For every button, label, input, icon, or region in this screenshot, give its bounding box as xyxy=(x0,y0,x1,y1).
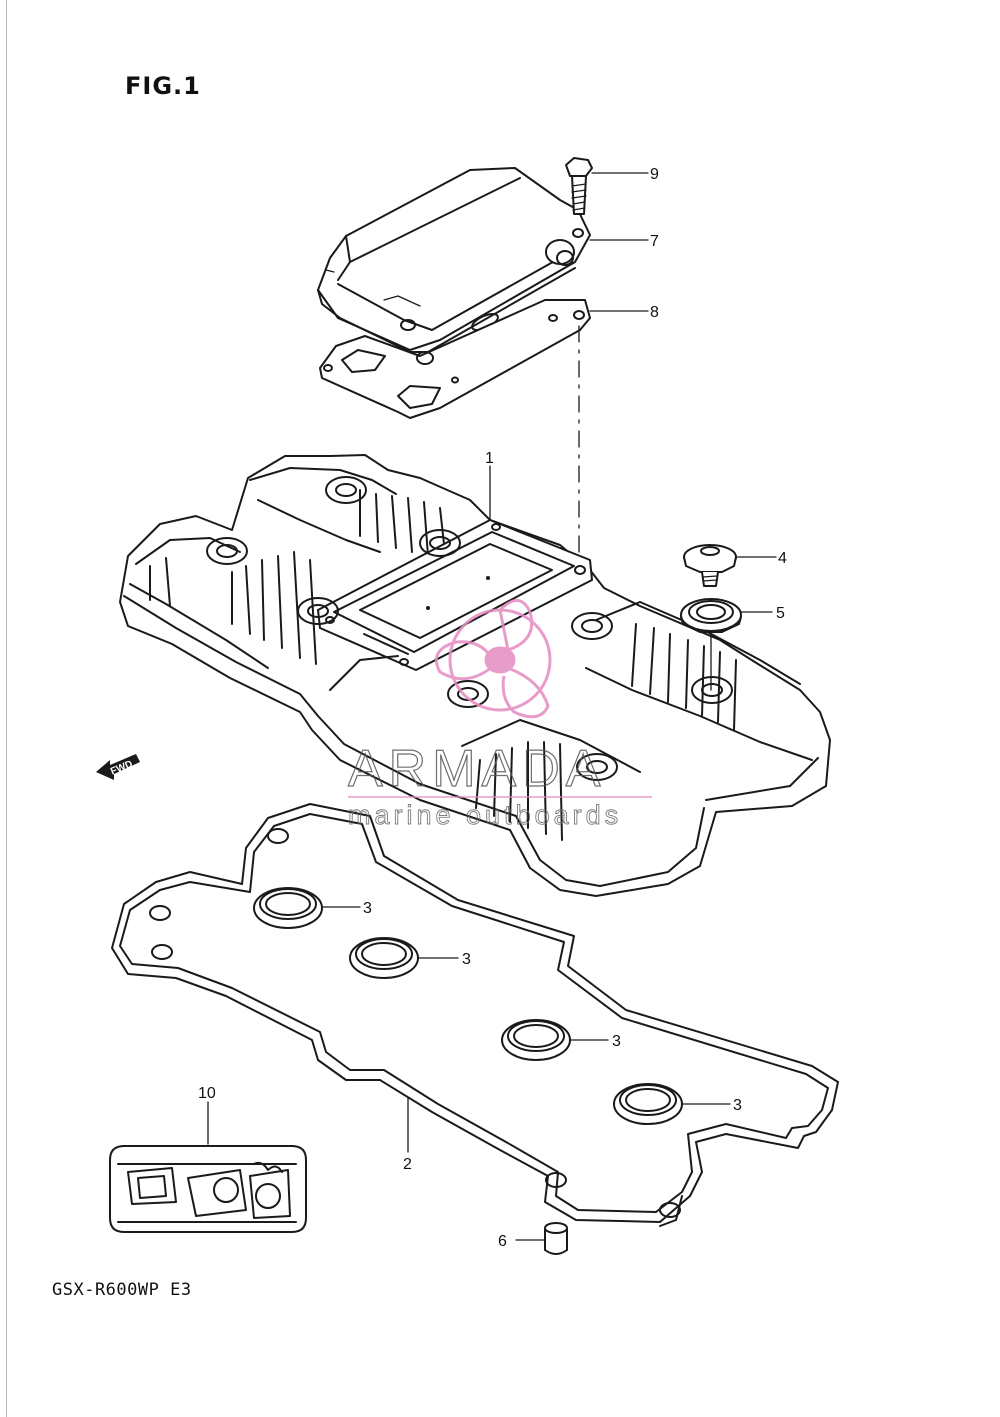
callout-6: 6 xyxy=(498,1233,507,1250)
seal-washer xyxy=(680,598,742,691)
callout-2: 2 xyxy=(403,1156,412,1173)
armada-watermark: ARMADA marine outboards xyxy=(347,599,652,830)
gasket-set-package xyxy=(109,1145,307,1233)
callout-7: 7 xyxy=(650,233,659,250)
breather-cover xyxy=(317,167,591,353)
plug-hole-gasket xyxy=(613,1083,683,1125)
plug-hole-gasket xyxy=(349,937,419,979)
callout-3: 3 xyxy=(612,1033,621,1050)
forward-direction-arrow: FWD xyxy=(96,754,140,780)
callout-leaders xyxy=(207,172,777,1241)
watermark-tagline: marine outboards xyxy=(348,800,622,830)
head-cover-gasket xyxy=(111,803,839,1227)
plug-hole-gasket xyxy=(501,1019,571,1061)
figure-title: FIG.1 xyxy=(125,72,201,100)
callout-5: 5 xyxy=(776,605,785,622)
page-edge-rule xyxy=(6,0,7,1417)
forward-label: FWD xyxy=(109,759,134,778)
breather-cover-gasket xyxy=(319,299,591,419)
cover-bolt xyxy=(565,157,593,215)
callout-3: 3 xyxy=(363,900,372,917)
cap-screw xyxy=(683,544,737,587)
callout-9: 9 xyxy=(650,166,659,183)
callout-numbers: 9 7 8 1 4 5 3 3 3 3 2 6 10 xyxy=(198,166,787,1250)
callout-10: 10 xyxy=(198,1085,216,1102)
model-code: GSX-R600WP E3 xyxy=(52,1280,192,1300)
propeller-logo-icon xyxy=(435,599,552,719)
plug-holes xyxy=(206,476,733,781)
callout-3: 3 xyxy=(462,951,471,968)
callout-4: 4 xyxy=(778,550,787,567)
dowel-pin xyxy=(544,1222,568,1255)
plug-hole-gaskets xyxy=(253,887,683,1125)
plug-hole-gasket xyxy=(253,887,323,929)
watermark-brand: ARMADA xyxy=(348,740,606,798)
callout-1: 1 xyxy=(485,450,494,467)
callout-8: 8 xyxy=(650,304,659,321)
callout-3: 3 xyxy=(733,1097,742,1114)
